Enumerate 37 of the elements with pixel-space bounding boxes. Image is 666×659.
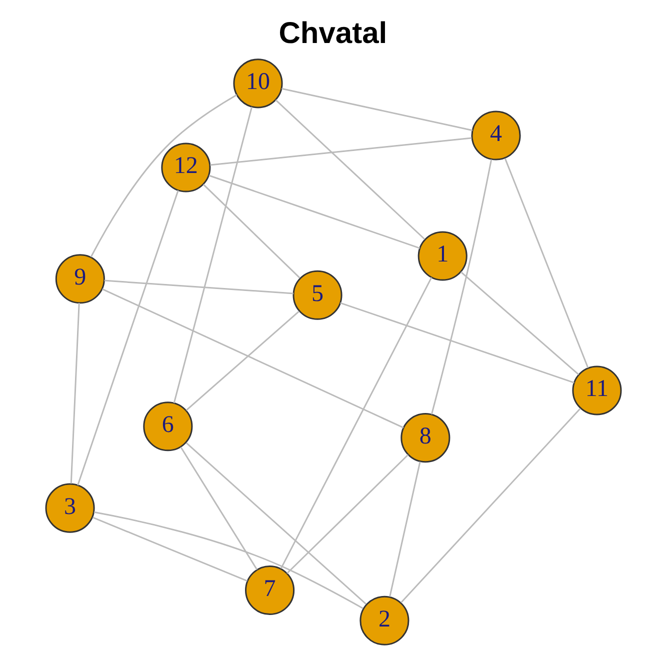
connector bbox=[210, 137, 472, 166]
connector bbox=[460, 271, 579, 376]
connector bbox=[102, 288, 404, 428]
connector bbox=[430, 159, 492, 415]
connector bbox=[286, 454, 408, 574]
connector bbox=[185, 442, 366, 605]
node-circle: 2 bbox=[359, 596, 409, 646]
connector bbox=[504, 158, 588, 368]
connector bbox=[400, 408, 580, 604]
connector bbox=[172, 106, 252, 404]
connector bbox=[340, 302, 574, 384]
connector bbox=[70, 302, 80, 484]
connector bbox=[280, 277, 432, 569]
connector bbox=[274, 99, 425, 240]
node-circle: 10 bbox=[232, 58, 282, 108]
node-circle: 1 bbox=[417, 231, 467, 281]
connector bbox=[202, 184, 300, 278]
node-circle: 12 bbox=[160, 142, 210, 192]
connector bbox=[93, 511, 363, 610]
connector bbox=[76, 190, 178, 486]
node-circle: 7 bbox=[244, 565, 294, 616]
connector bbox=[388, 462, 420, 597]
node-circle: 11 bbox=[572, 366, 622, 416]
connector bbox=[90, 94, 237, 258]
node-circle: 4 bbox=[470, 110, 520, 160]
node-circle: 8 bbox=[400, 413, 450, 463]
diagram-title: Chvatal bbox=[278, 16, 387, 50]
connector bbox=[104, 280, 294, 294]
connector bbox=[208, 174, 420, 249]
connector bbox=[185, 310, 300, 411]
node-circle: 9 bbox=[54, 254, 104, 304]
connector bbox=[180, 446, 258, 570]
node-circle: 6 bbox=[142, 402, 192, 452]
node-circle: 3 bbox=[44, 483, 94, 533]
node-circle: 5 bbox=[292, 270, 342, 320]
connector bbox=[281, 88, 472, 132]
connector bbox=[92, 516, 248, 582]
